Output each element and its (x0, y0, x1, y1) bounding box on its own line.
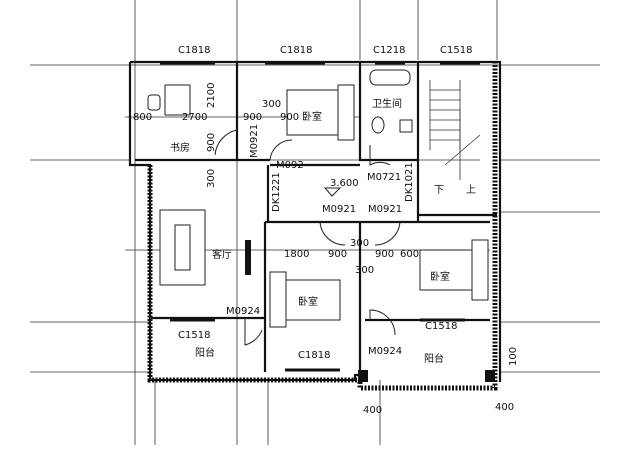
room-label: 客厅 (212, 248, 232, 261)
furniture (147, 69, 489, 328)
dimension-label: 400 (495, 402, 514, 413)
dimension-label: 900 (375, 249, 394, 260)
dimension-label: 900 (206, 133, 217, 152)
dimension-label: 900 (280, 112, 299, 123)
window-label: C1518 (178, 330, 210, 341)
door-label: M0921 (322, 204, 356, 215)
door-label: DK1021 (404, 162, 415, 202)
room-label: 卫生间 (372, 97, 402, 110)
room-label: 卧室 (430, 270, 450, 283)
walls (128, 60, 502, 391)
dimension-label: 300 (206, 169, 217, 188)
doors (214, 129, 401, 346)
stair-down-label: 下 (434, 185, 444, 196)
room-label: 卧室 (302, 110, 322, 123)
window-label: C1218 (373, 45, 405, 56)
dimension-label: 800 (133, 112, 152, 123)
window-label: C1818 (280, 45, 312, 56)
door-label: M092 (276, 160, 304, 171)
door-label: M0721 (367, 172, 401, 183)
dimension-label: 900 (328, 249, 347, 260)
dimension-label: 1800 (284, 249, 309, 260)
dimension-label: 600 (400, 249, 419, 260)
room-label: 阳台 (424, 352, 444, 365)
window-label: C1818 (298, 350, 330, 361)
room-label: 阳台 (195, 346, 215, 359)
stair-up-label: 上 (466, 184, 476, 196)
door-label: M0921 (249, 124, 260, 158)
door-label: M0924 (368, 346, 402, 357)
dimension-label: 900 (243, 112, 262, 123)
window-label: C1518 (425, 321, 457, 332)
windows (160, 61, 480, 372)
door-label: DK1221 (271, 172, 282, 212)
room-label: 书房 (170, 141, 190, 154)
dimension-label: 300 (262, 99, 281, 110)
dimension-label: 300 (355, 265, 374, 276)
room-label: 卧室 (298, 295, 318, 308)
dimension-label: 400 (363, 405, 382, 416)
window-label: C1818 (178, 45, 210, 56)
door-label: M0924 (226, 306, 260, 317)
window-label: C1518 (440, 45, 472, 56)
door-label: M0921 (368, 204, 402, 215)
dimension-label: 100 (508, 347, 519, 366)
dimension-label: 2700 (182, 112, 207, 123)
dimension-label: 300 (350, 238, 369, 249)
elevation-label: 3.600 (330, 178, 359, 189)
dimension-label: 2100 (206, 83, 217, 108)
